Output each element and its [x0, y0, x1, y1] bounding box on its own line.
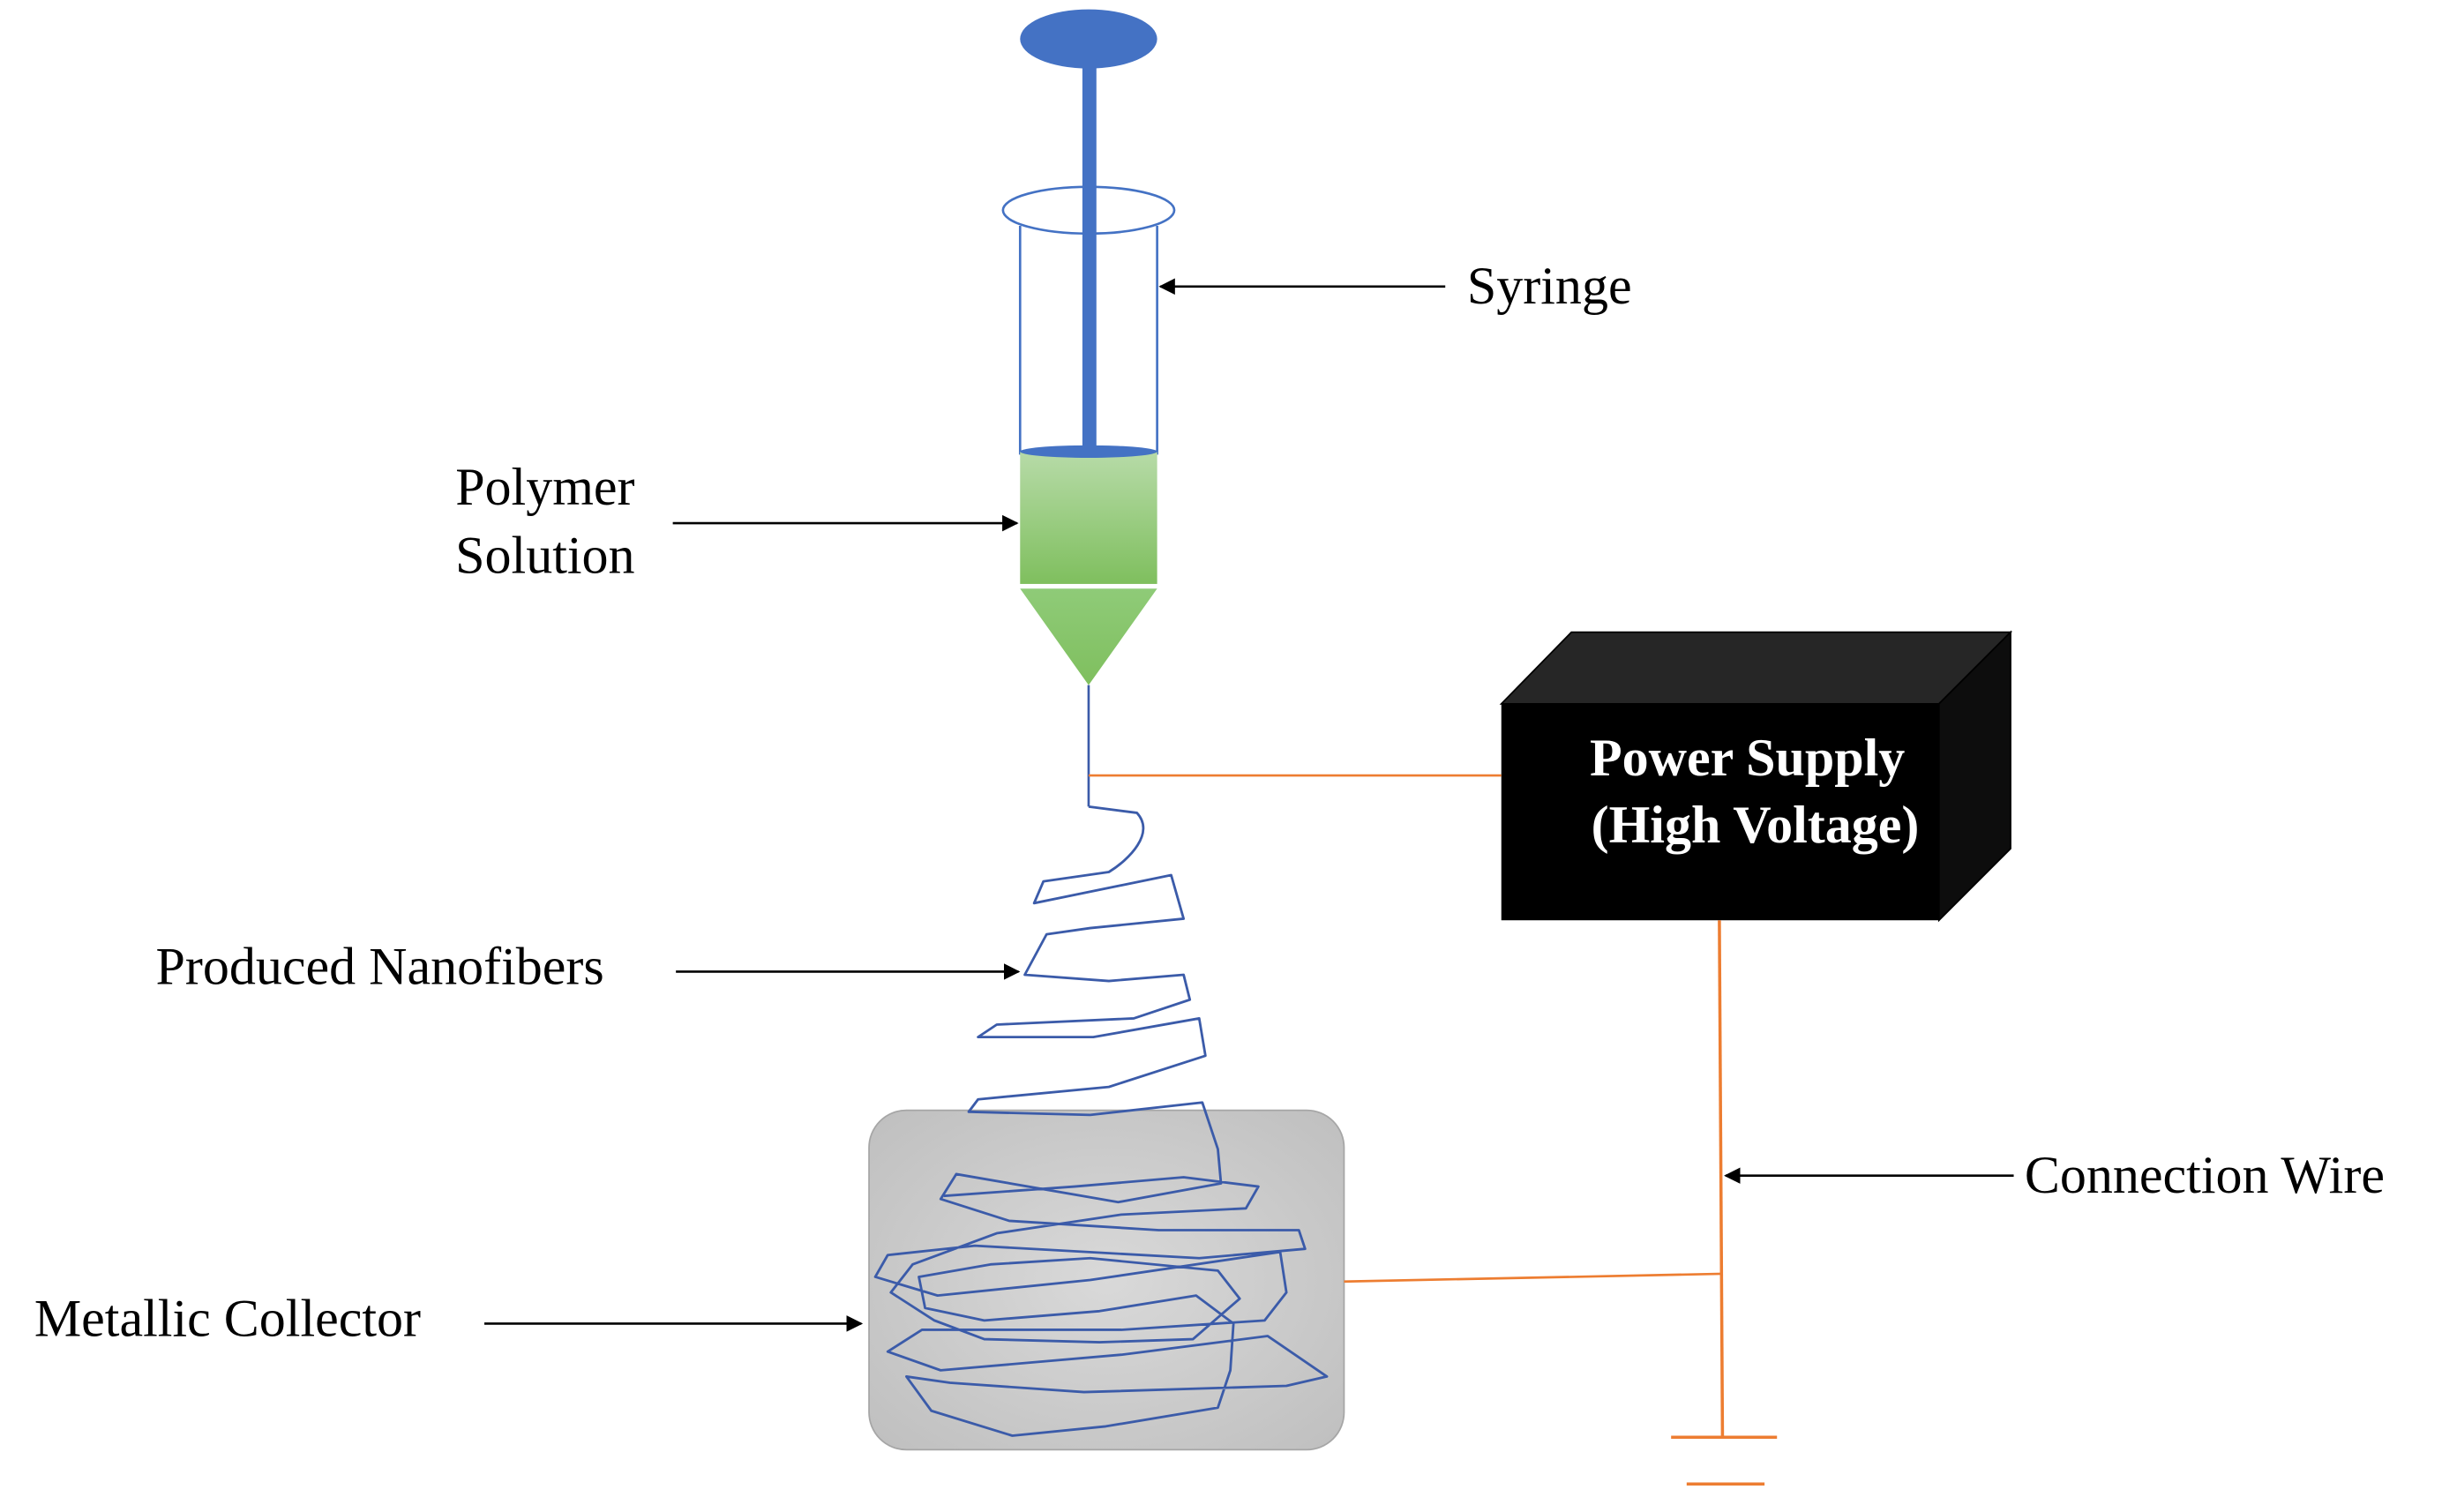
collector-label: Metallic Collector [34, 1290, 421, 1348]
power-supply-label-1: Power Supply [1590, 729, 1905, 787]
connection-wires [1088, 774, 1778, 1486]
power-supply-label-2: (High Voltage) [1592, 796, 1920, 854]
power-supply-top [1499, 631, 2013, 705]
wire-power-to-ground [1718, 920, 1725, 1438]
polymer-label-1: Polymer [455, 458, 634, 516]
polymer-solution [1020, 451, 1157, 584]
syringe [1001, 9, 1176, 807]
syringe-label: Syringe [1467, 257, 1632, 315]
polymer-label-2: Solution [455, 527, 634, 585]
plunger-rod [1082, 59, 1097, 455]
power-supply-front [1501, 703, 1939, 921]
nanofibers-label: Produced Nanofibers [156, 938, 604, 996]
metallic-collector [868, 1109, 1345, 1451]
syringe-tip [1020, 588, 1157, 685]
wire-collector-to-ground [1344, 1272, 1723, 1284]
power-supply: Power Supply (High Voltage) [1499, 630, 2013, 923]
connection-wire-label: Connection Wire [2025, 1146, 2385, 1204]
plunger-head [1020, 9, 1157, 69]
nanofiber-jet [873, 805, 1329, 1437]
pointer-arrows [484, 278, 2014, 1332]
